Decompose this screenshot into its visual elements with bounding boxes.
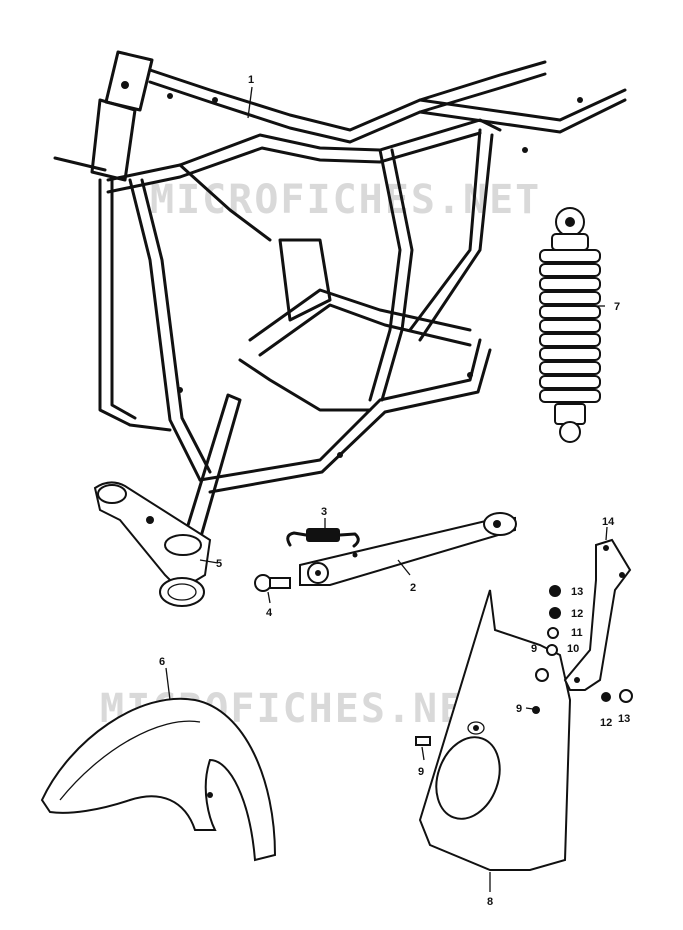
callout-nut-b: 12 (600, 717, 612, 729)
hardware-drawing (415, 585, 633, 746)
callout-frame: 1 (248, 74, 254, 86)
stand-bolt-drawing (254, 574, 291, 592)
frame-drawing (53, 50, 627, 494)
leader-lines (165, 86, 608, 892)
steering-stem-drawing (93, 393, 242, 607)
callout-cap-nut: 13 (571, 586, 583, 598)
rear-shock-drawing (539, 207, 601, 443)
callout-washer: 11 (571, 627, 583, 639)
callout-steering-stem: 5 (216, 558, 222, 570)
center-stand-drawing (299, 512, 517, 586)
callout-center-stand: 2 (410, 582, 416, 594)
callout-front-fender: 6 (159, 656, 165, 668)
callout-cover-bracket: 14 (602, 516, 615, 528)
stand-spring-drawing (286, 528, 360, 548)
callout-nut: 12 (571, 608, 583, 620)
callout-cover-bolt-c: 9 (531, 643, 537, 655)
callout-cap-nut-b: 13 (618, 713, 630, 725)
front-fender-drawing (40, 697, 277, 862)
cover-bracket-drawing (563, 538, 632, 691)
callout-cover-bolt-a: 9 (516, 703, 522, 715)
callout-grommet: 10 (567, 643, 579, 655)
callout-cover-bolt-b: 9 (418, 766, 424, 778)
callout-stand-spring: 3 (321, 506, 327, 518)
callout-rear-shock-absorber: 7 (614, 301, 620, 313)
callout-side-cover: 8 (487, 896, 493, 908)
callout-stand-bolt: 4 (266, 607, 273, 619)
side-cover-drawing (418, 589, 572, 871)
